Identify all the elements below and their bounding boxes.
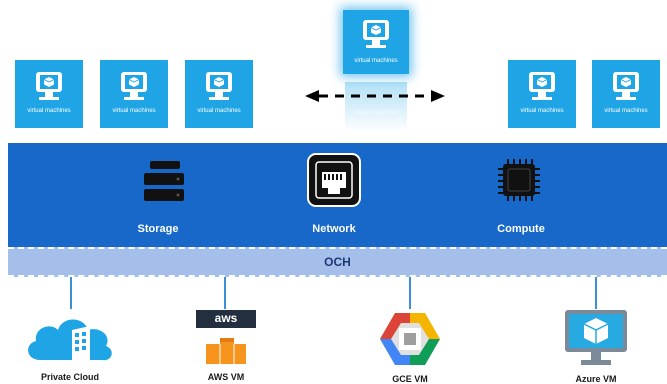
azure-vm-label: Azure VM: [575, 374, 617, 384]
storage-label: Storage: [137, 223, 179, 235]
vm-tile-4: virtual machines: [508, 60, 576, 128]
vm-reflection: virtual machines: [345, 82, 407, 132]
cube-icon: [537, 77, 547, 87]
gce-vm-label: GCE VM: [392, 374, 428, 384]
vm-reflection-label: virtual machines: [354, 110, 398, 116]
connector-private-cloud: [70, 277, 72, 309]
connector-aws: [224, 277, 226, 309]
gce-logo: [380, 313, 440, 365]
aws-vm-label: AWS VM: [207, 372, 245, 382]
azure-vm-icon: [565, 310, 627, 365]
cube-icon: [371, 25, 381, 35]
connector-azure: [595, 277, 597, 309]
vm-label: virtual machines: [520, 108, 564, 114]
ethernet-port-icon: [307, 153, 361, 207]
vm-label: virtual machines: [197, 108, 241, 114]
och-label: OCH: [324, 255, 351, 269]
compute-label: Compute: [497, 223, 545, 235]
connector-gce: [409, 277, 411, 309]
cube-icon: [214, 77, 224, 87]
cube-icon: [129, 77, 139, 87]
vm-tile-2: virtual machines: [100, 60, 168, 128]
cube-icon: [621, 77, 631, 87]
vm-tile-1: virtual machines: [15, 60, 83, 128]
infrastructure-band: Storage Network Compute: [8, 143, 667, 247]
vm-label: virtual machines: [112, 108, 156, 114]
och-band: OCH: [8, 247, 667, 277]
aws-boxes-icon: [206, 338, 246, 364]
vm-tile-migrating: virtual machines: [343, 10, 409, 74]
vm-label: virtual machines: [604, 108, 648, 114]
storage-icon: [144, 161, 184, 201]
cloud-building-icon: [28, 319, 112, 361]
network-label: Network: [312, 223, 356, 235]
aws-logo: aws: [196, 310, 256, 370]
cpu-chip-icon: [498, 159, 540, 201]
private-cloud-label: Private Cloud: [40, 372, 99, 382]
migration-arrow: [305, 90, 445, 102]
aws-logo-text: aws: [196, 310, 256, 328]
cube-icon: [44, 77, 54, 87]
vm-tile-5: virtual machines: [592, 60, 660, 128]
vm-tile-3: virtual machines: [185, 60, 253, 128]
vm-label: virtual machines: [27, 108, 71, 114]
vm-label: virtual machines: [354, 58, 398, 64]
